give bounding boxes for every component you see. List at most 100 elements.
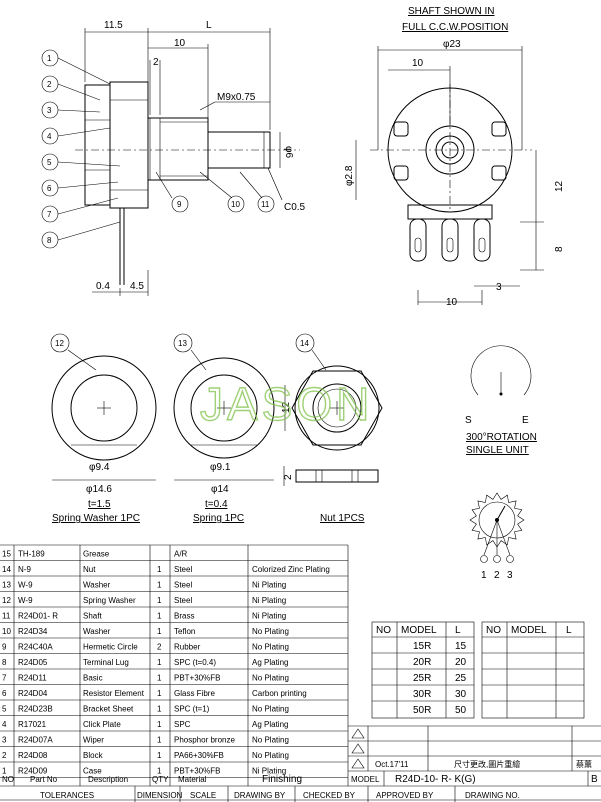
front-title-1: SHAFT SHOWN IN xyxy=(408,6,494,17)
bom-cell-material: Glass Fibre xyxy=(174,689,215,698)
bom-cell-finish: Ni Plating xyxy=(252,767,286,776)
bom-cell-desc: Terminal Lug xyxy=(83,658,129,667)
bom-cell-part: R24D05 xyxy=(18,658,48,667)
model-label: MODEL xyxy=(351,775,380,784)
rotation-e: E xyxy=(522,415,529,426)
dim-front-3: 3 xyxy=(496,282,502,293)
part-14-dim-2: 2 xyxy=(283,474,294,480)
part-12-outer: φ14.6 xyxy=(86,484,112,495)
bom-cell-part: TH-189 xyxy=(18,550,45,559)
bom-cell-material: PBT+30%FB xyxy=(174,674,220,683)
part-12-number: 12 xyxy=(55,339,64,348)
bom-cell-no: 14 xyxy=(2,565,11,574)
dim-10: 10 xyxy=(174,38,186,49)
mt-r0-model: 15R xyxy=(413,641,431,652)
callout-10: 10 xyxy=(231,200,240,209)
bom-cell-desc: Case xyxy=(83,767,102,776)
bom-cell-part: R24D09 xyxy=(18,767,48,776)
callout-1: 1 xyxy=(47,54,52,63)
bom-cell-qty: 1 xyxy=(157,751,162,760)
part-12-caption: Spring Washer 1PC xyxy=(52,513,140,524)
bom-cell-part: R24D01- R xyxy=(18,612,58,621)
bom-cell-no: 10 xyxy=(2,627,11,636)
bom-cell-material: SPC xyxy=(174,720,191,729)
mt2-h-no: NO xyxy=(486,625,501,636)
bom-h-part: Part No xyxy=(30,775,58,784)
bom-cell-material: SPC (t=1) xyxy=(174,705,210,714)
dim-phi6: φ6 xyxy=(283,146,294,158)
bom-cell-material: Steel xyxy=(174,565,192,574)
mt-h-model: MODEL xyxy=(401,625,437,636)
bom-cell-qty: 1 xyxy=(157,736,162,745)
bom-cell-qty: 1 xyxy=(157,767,162,776)
bom-cell-part: W-9 xyxy=(18,581,33,590)
rev-letter: B xyxy=(591,774,598,785)
bom-cell-part: R24D08 xyxy=(18,751,48,760)
bom-cell-no: 9 xyxy=(2,643,7,652)
callout-3: 3 xyxy=(47,106,52,115)
mt-r1-model: 20R xyxy=(413,657,431,668)
dim-c05: C0.5 xyxy=(284,202,306,213)
terminal-3: 3 xyxy=(507,570,513,581)
bom-cell-part: R17021 xyxy=(18,720,47,729)
bom-cell-part: R24D11 xyxy=(18,674,47,683)
bom-cell-material: PBT+30%FB xyxy=(174,767,220,776)
dim-phi23: φ23 xyxy=(443,39,461,50)
revision-note: 尺寸更改,圖片重繪 xyxy=(454,759,520,769)
bom-cell-finish: No Plating xyxy=(252,627,289,636)
part-14-number: 14 xyxy=(300,339,309,348)
tb-approved-by: APPROVED BY xyxy=(376,791,434,800)
bom-cell-part: R24D04 xyxy=(18,689,48,698)
bom-cell-desc: Wiper xyxy=(83,736,104,745)
revision-date: Oct.17'11 xyxy=(375,760,409,769)
bom-cell-qty: 2 xyxy=(157,643,162,652)
mt-r2-l: 25 xyxy=(455,673,467,684)
bom-cell-part: N-9 xyxy=(18,565,31,574)
side-view-dims: 11.5 L 10 2 M9x0.75 φ6 C0.5 0.4 4.5 xyxy=(96,20,306,292)
bom-cell-qty: 1 xyxy=(157,658,162,667)
tb-checked-by: CHECKED BY xyxy=(303,791,356,800)
bom-h-desc: Description xyxy=(88,775,128,784)
bom-cell-finish: Carbon printing xyxy=(252,689,307,698)
bom-cell-desc: Click Plate xyxy=(83,720,121,729)
bom-cell-no: 1 xyxy=(2,767,7,776)
schematic-symbol: 1 2 3 xyxy=(469,492,525,581)
mt-r2-model: 25R xyxy=(413,673,431,684)
part-13-inner: φ9.1 xyxy=(210,462,231,473)
part-12-thickness: t=1.5 xyxy=(88,499,111,510)
rotation-s: S xyxy=(465,415,472,426)
part-14-nut: 14 12 2 Nut 1PCS xyxy=(281,333,383,524)
mt2-h-model: MODEL xyxy=(511,625,547,636)
mt-r4-l: 50 xyxy=(455,705,467,716)
bom-cell-desc: Resistor Element xyxy=(83,689,145,698)
bom-cell-finish: Ni Plating xyxy=(252,581,286,590)
mt-r0-l: 15 xyxy=(455,641,467,652)
bom-cell-part: R24D07A xyxy=(18,736,53,745)
terminal-2: 2 xyxy=(494,570,500,581)
bom-cell-part: W-9 xyxy=(18,596,33,605)
bom-cell-finish: Ni Plating xyxy=(252,612,286,621)
part-13-caption: Spring 1PC xyxy=(193,513,244,524)
bom-cell-no: 15 xyxy=(2,550,11,559)
dim-front-8: 8 xyxy=(554,246,565,252)
bom-cell-finish: Ag Plating xyxy=(252,658,288,667)
tb-drawing-no: DRAWING NO. xyxy=(465,791,520,800)
bom-cell-material: Steel xyxy=(174,596,192,605)
part-14-dim-12: 12 xyxy=(281,401,292,413)
bom-cell-finish: No Plating xyxy=(252,736,289,745)
bom-cell-no: 5 xyxy=(2,705,7,714)
bom-cell-material: Brass xyxy=(174,612,194,621)
bom-cell-material: Phosphor bronze xyxy=(174,736,235,745)
bom-cell-desc: Washer xyxy=(83,581,111,590)
bom-cell-desc: Bracket Sheet xyxy=(83,705,134,714)
dim-11-5: 11.5 xyxy=(104,20,123,31)
dim-4-5: 4.5 xyxy=(130,281,144,292)
watermark: JASON xyxy=(200,378,373,430)
callout-6: 6 xyxy=(47,184,52,193)
mt-r3-model: 30R xyxy=(413,689,431,700)
front-title-2: FULL C.C.W.POSITION xyxy=(402,22,508,33)
bom-cell-part: R24D23B xyxy=(18,705,53,714)
dim-front-10: 10 xyxy=(412,58,424,69)
bom-cell-no: 2 xyxy=(2,751,7,760)
mt-h-l: L xyxy=(455,625,461,636)
